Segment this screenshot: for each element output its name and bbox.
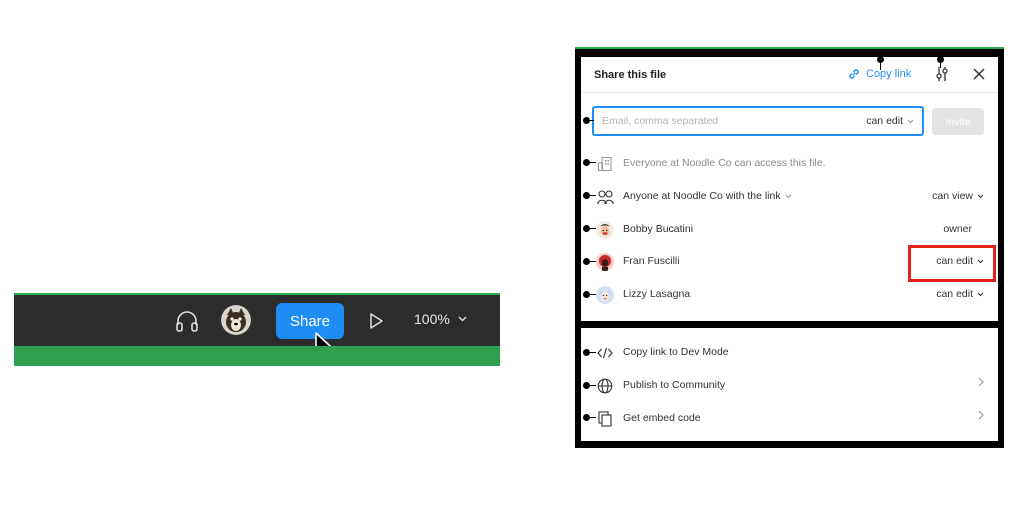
globe-icon	[596, 377, 614, 395]
action-embed-code[interactable]: Get embed code	[581, 403, 998, 433]
user-row: Bobby Bucatini owner	[581, 214, 998, 244]
annotation-dot	[877, 56, 884, 63]
annotation-line	[880, 62, 881, 70]
close-icon[interactable]	[973, 68, 985, 80]
action-publish-community[interactable]: Publish to Community	[581, 370, 998, 400]
chevron-down-icon	[785, 194, 791, 198]
user-row: Lizzy Lasagna can edit	[581, 279, 998, 309]
user-name: Lizzy Lasagna	[623, 288, 691, 300]
invite-permission-dropdown[interactable]: can edit	[866, 115, 914, 127]
copy-link-button[interactable]: Copy link	[847, 67, 911, 81]
user-name: Fran Fuscilli	[623, 255, 680, 267]
chevron-down-icon	[907, 119, 914, 123]
annotation-dot	[583, 291, 590, 298]
avatar[interactable]	[221, 305, 251, 335]
share-panel: Share this file Copy link can edit Invit…	[581, 57, 998, 321]
play-icon[interactable]	[366, 308, 386, 334]
zoom-level: 100%	[414, 311, 450, 327]
invite-button[interactable]: Invite	[932, 108, 984, 135]
canvas-strip	[14, 346, 500, 366]
link-access-row: Anyone at Noodle Co with the link can vi…	[581, 181, 998, 211]
share-button[interactable]: Share	[276, 303, 344, 339]
annotation-dot	[583, 159, 590, 166]
annotation-line	[588, 162, 596, 163]
email-input[interactable]	[602, 115, 832, 127]
panel-header: Share this file Copy link	[581, 57, 998, 93]
toolbar-bar: Share 100%	[14, 293, 500, 365]
avatar	[596, 253, 614, 271]
annotation-line	[588, 385, 596, 386]
annotation-dot	[583, 414, 590, 421]
user-row: Fran Fuscilli can edit	[581, 246, 998, 276]
annotation-dot	[583, 349, 590, 356]
avatar	[596, 221, 614, 239]
annotation-line	[588, 352, 596, 353]
copy-link-label: Copy link	[866, 68, 912, 80]
annotation-dot	[583, 382, 590, 389]
user-permission-dropdown[interactable]: can edit	[936, 255, 984, 267]
user-role: owner	[943, 223, 972, 235]
org-access-label: Everyone at Noodle Co can access this fi…	[623, 157, 826, 169]
org-access-row: Everyone at Noodle Co can access this fi…	[581, 148, 998, 178]
user-name: Bobby Bucatini	[623, 223, 694, 235]
link-access-dropdown[interactable]: Anyone at Noodle Co with the link	[623, 190, 792, 202]
code-icon	[596, 344, 614, 362]
avatar	[596, 286, 614, 304]
action-label: Publish to Community	[623, 379, 726, 391]
copy-icon	[596, 410, 614, 428]
chevron-right-icon	[978, 377, 984, 387]
link-icon	[849, 69, 859, 79]
user-permission-label: can edit	[936, 288, 973, 300]
annotation-line	[588, 120, 594, 121]
chevron-right-icon	[978, 410, 984, 420]
annotation-dot	[583, 192, 590, 199]
chevron-down-icon	[977, 259, 984, 263]
editor-toolbar: Share 100%	[14, 293, 500, 366]
annotation-line	[940, 62, 941, 68]
link-permission-dropdown[interactable]: can view	[932, 190, 984, 202]
annotation-line	[588, 228, 596, 229]
user-permission-label: can edit	[936, 255, 973, 267]
settings-icon[interactable]	[935, 66, 949, 82]
action-label: Get embed code	[623, 412, 701, 424]
annotation-line	[588, 294, 596, 295]
share-actions-panel: Copy link to Dev Mode Publish to Communi…	[581, 328, 998, 441]
chevron-down-icon	[977, 194, 984, 198]
invite-field[interactable]: can edit	[592, 106, 924, 136]
annotation-dot	[937, 56, 944, 63]
annotation-dot	[583, 225, 590, 232]
link-access-label: Anyone at Noodle Co with the link	[623, 190, 781, 202]
annotation-line	[588, 261, 596, 262]
highlight-annotation	[908, 245, 996, 282]
panel-title: Share this file	[594, 69, 667, 81]
annotation-line	[588, 195, 596, 196]
action-label: Copy link to Dev Mode	[623, 346, 729, 358]
link-permission-label: can view	[932, 190, 973, 202]
chevron-down-icon	[458, 316, 467, 322]
annotation-line	[588, 417, 596, 418]
annotation-dot	[583, 258, 590, 265]
annotation-dot	[583, 117, 590, 124]
invite-permission-label: can edit	[866, 115, 903, 127]
people-icon	[596, 188, 614, 206]
action-dev-mode[interactable]: Copy link to Dev Mode	[581, 337, 998, 367]
chevron-down-icon	[977, 292, 984, 296]
building-icon	[596, 155, 614, 173]
headphones-icon[interactable]	[174, 308, 200, 334]
user-permission-dropdown[interactable]: can edit	[936, 288, 984, 300]
zoom-dropdown[interactable]: 100%	[414, 311, 467, 327]
